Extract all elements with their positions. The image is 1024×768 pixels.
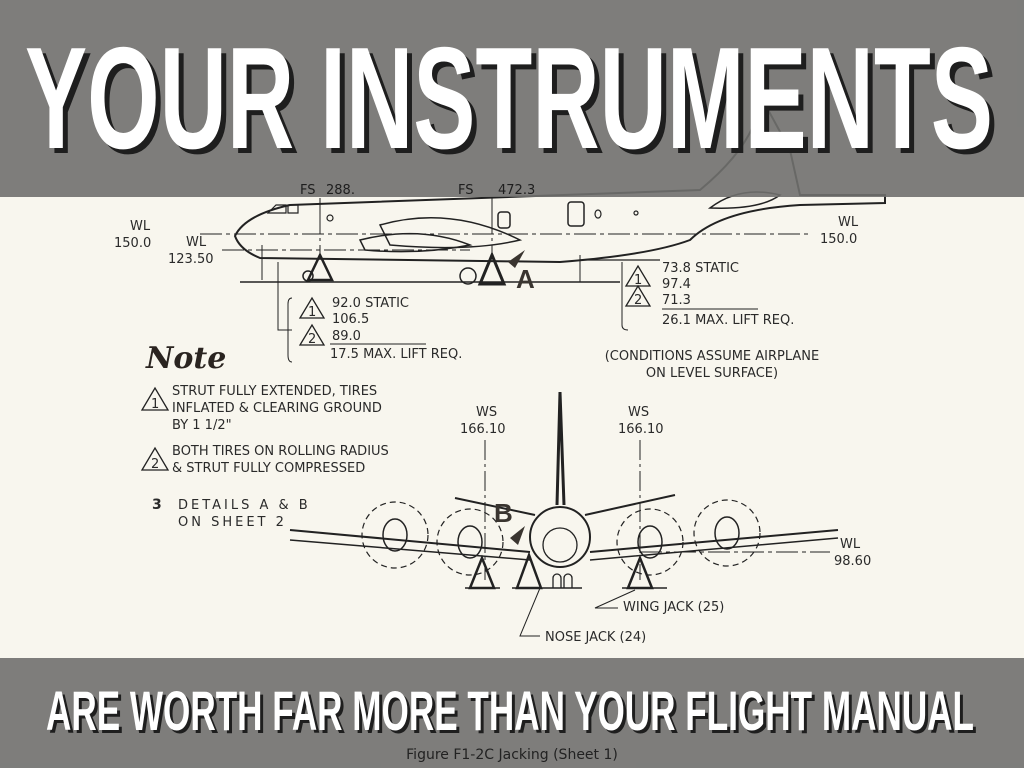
front-view-airplane [289,391,839,637]
detail-a-label: A [516,264,535,294]
note-heading: Note [145,341,226,376]
wl-right-value: 150.0 [820,232,857,247]
wing-jack-label: WING JACK (25) [623,600,724,615]
fs-right-value: 472.3 [498,183,535,198]
wl-nose-label: WL [186,235,207,250]
fs-left-label: FS [300,183,316,198]
note-item2-num: 2 [151,457,159,472]
wl-front-label: WL [840,537,861,552]
subtitle-band [0,658,1024,768]
wl-front-value: 98.60 [834,554,871,569]
slide-title: YOUR INSTRUMENTS [25,17,993,179]
wl-left-label: WL [130,219,151,234]
note-item1-line2: INFLATED & CLEARING GROUND [172,401,382,416]
detail-b-label: B [494,498,513,528]
slide-subtitle: ARE WORTH FAR MORE THAN YOUR FLIGHT MANU… [46,679,974,742]
main-cond1: 97.4 [662,277,691,292]
nose-cond1: 106.5 [332,312,369,327]
wl-left-value: 150.0 [114,236,151,251]
note-triangles [140,386,170,471]
note-item1-num: 1 [151,397,159,412]
side-view-airplane [200,94,886,363]
ws-left-label: WS [476,405,497,420]
tri2-main: 2 [634,293,642,308]
main-static: 73.8 STATIC [662,261,739,276]
title-band [0,0,1024,197]
ws-left-value: 166.10 [460,422,506,437]
ws-right-value: 166.10 [618,422,664,437]
note-item2-line1: BOTH TIRES ON ROLLING RADIUS [172,444,389,459]
slide-title-shadow: YOUR INSTRUMENTS [30,22,998,184]
slide-subtitle-shadow: ARE WORTH FAR MORE THAN YOUR FLIGHT MANU… [49,682,977,745]
note-item2-line2: & STRUT FULLY COMPRESSED [172,461,365,476]
note-item3-line2: ON SHEET 2 [178,515,287,530]
nose-cond2: 89.0 [332,329,361,344]
fs-markers [319,198,493,214]
tri2-nose: 2 [308,332,316,347]
tri1-main: 1 [634,273,642,288]
note-item3-line1: DETAILS A & B [178,498,311,513]
note-item1-line1: STRUT FULLY EXTENDED, TIRES [172,384,377,399]
note-item1-line3: BY 1 1/2" [172,418,232,433]
note-item3-num: 3 [152,497,162,513]
nose-static: 92.0 STATIC [332,296,409,311]
wl-right-label: WL [838,215,859,230]
nose-lift: 17.5 MAX. LIFT REQ. [330,347,462,362]
wl-nose-value: 123.50 [168,252,214,267]
conditions-line-2: ON LEVEL SURFACE) [646,366,778,381]
ws-right-label: WS [628,405,649,420]
nose-jack-label: NOSE JACK (24) [545,630,646,645]
figure-caption: Figure F1-2C Jacking (Sheet 1) [406,747,618,763]
tri1-nose: 1 [308,305,316,320]
conditions-line-1: (CONDITIONS ASSUME AIRPLANE [605,349,820,364]
fs-left-value: 288. [326,183,355,198]
fs-right-label: FS [458,183,474,198]
main-cond2: 71.3 [662,293,691,308]
main-lift: 26.1 MAX. LIFT REQ. [662,313,794,328]
